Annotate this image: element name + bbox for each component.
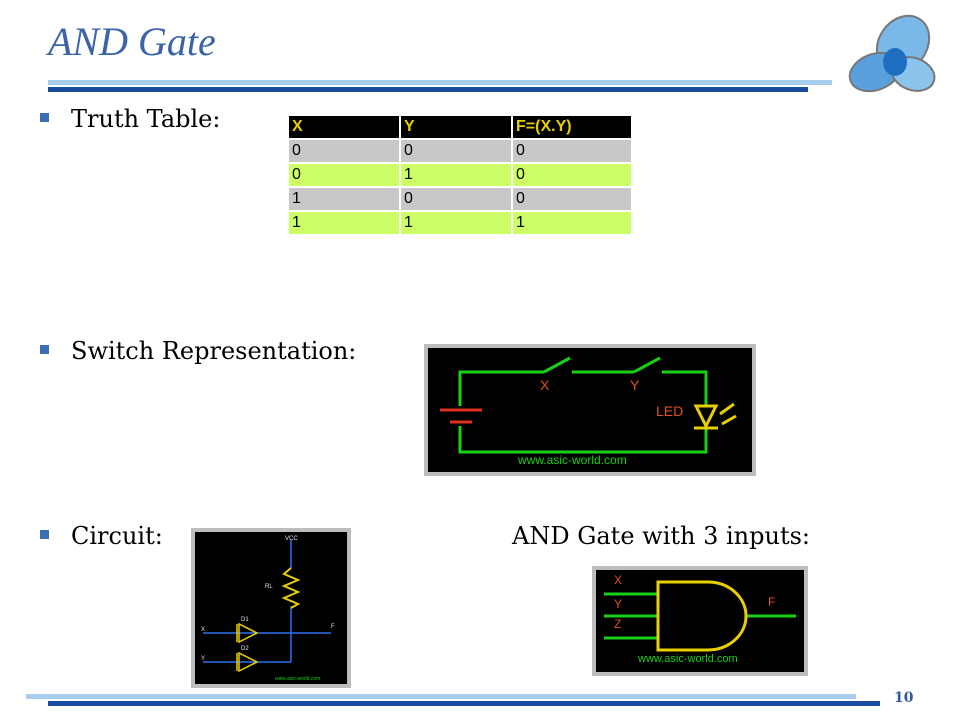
table-cell: 0 — [401, 140, 511, 162]
table-cell: 1 — [401, 164, 511, 186]
gate-y-label: Y — [614, 597, 622, 611]
bullet-square-icon — [40, 345, 49, 354]
table-cell: 0 — [513, 140, 631, 162]
header-cell: X — [289, 116, 399, 138]
three-input-caption: AND Gate with 3 inputs: — [512, 522, 811, 550]
led-label: LED — [656, 403, 683, 419]
and-gate-3-diagram: X Y Z F www.asic-world.com — [592, 566, 808, 676]
circuit-watermark: www.asic-world.com — [275, 676, 320, 682]
circuit-y-label: Y — [201, 656, 205, 662]
table-cell: 0 — [513, 164, 631, 186]
switch-diagram: X Y LED www.asic-world.com — [424, 344, 756, 476]
circuit-x-label: X — [201, 627, 205, 633]
circuit-f-label: F — [331, 624, 335, 630]
bullet-circuit: Circuit: — [40, 522, 163, 550]
header-cell: Y — [401, 116, 511, 138]
bullet-square-icon — [40, 113, 49, 122]
table-cell: 1 — [401, 212, 511, 234]
bullet-square-icon — [40, 530, 49, 539]
switch-y-label: Y — [630, 377, 640, 393]
switch-x-label: X — [540, 377, 550, 393]
bullet-text: Circuit: — [71, 522, 163, 550]
title-rule-light — [48, 80, 832, 85]
table-cell: 1 — [289, 188, 399, 210]
gate-f-label: F — [768, 595, 775, 609]
table-cell: 1 — [513, 212, 631, 234]
gate-watermark: www.asic-world.com — [637, 653, 738, 665]
table-cell: 0 — [289, 164, 399, 186]
footer-rule-dark — [48, 701, 880, 706]
title-rule-dark — [48, 87, 808, 92]
vcc-label: VCC — [285, 536, 298, 542]
bullet-truth-table: Truth Table: — [40, 105, 220, 133]
truth-table: X Y F=(X.Y) 0 0 0 0 1 0 1 0 0 1 1 1 — [287, 114, 633, 236]
table-cell: 0 — [289, 140, 399, 162]
logo-icon — [848, 14, 936, 93]
header-cell: F=(X.Y) — [513, 116, 631, 138]
table-cell: 0 — [513, 188, 631, 210]
table-cell: 1 — [289, 212, 399, 234]
bullet-switch: Switch Representation: — [40, 337, 356, 365]
switch-watermark: www.asic-world.com — [517, 453, 627, 467]
gate-z-label: Z — [614, 617, 621, 631]
rl-label: RL — [265, 584, 273, 590]
footer-rule-light — [26, 694, 856, 699]
table-row: 1 1 1 — [289, 212, 631, 234]
table-row: 0 0 0 — [289, 140, 631, 162]
truth-table-header: X Y F=(X.Y) — [289, 116, 631, 138]
gate-x-label: X — [614, 573, 622, 587]
d1-label: D1 — [241, 617, 249, 623]
table-row: 1 0 0 — [289, 188, 631, 210]
circuit-diagram: VCC RL D1 D2 X Y F www.asic-world.com — [191, 528, 351, 688]
page-number: 10 — [894, 690, 914, 706]
bullet-text: Truth Table: — [71, 105, 221, 133]
table-row: 0 1 0 — [289, 164, 631, 186]
table-cell: 0 — [401, 188, 511, 210]
slide-title: AND Gate — [48, 19, 216, 64]
bullet-text: Switch Representation: — [71, 337, 357, 365]
d2-label: D2 — [241, 646, 249, 652]
